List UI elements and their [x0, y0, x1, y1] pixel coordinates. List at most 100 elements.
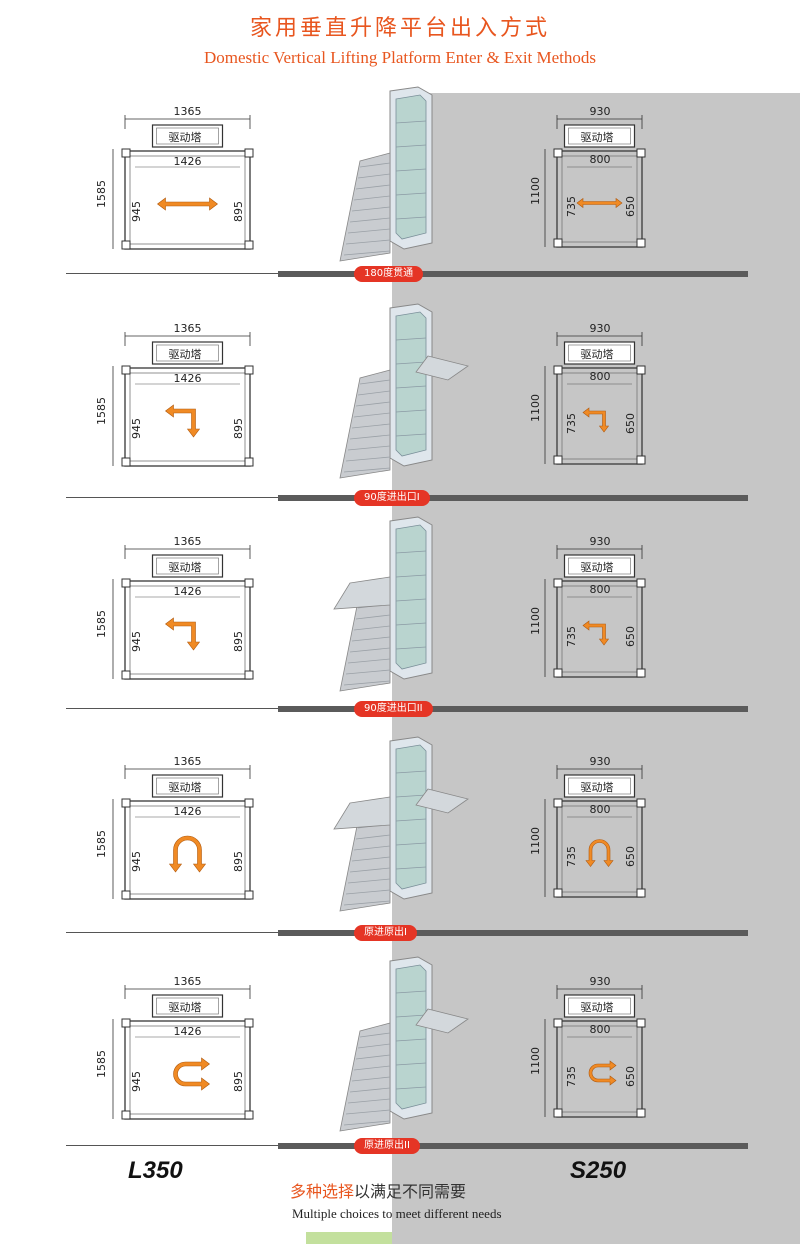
width-dimension-label: 1365: [173, 535, 202, 548]
divider-thin-line: [66, 1145, 278, 1146]
divider-thin-line: [66, 497, 278, 498]
side-dimension-label: 650: [624, 846, 637, 867]
corner-post: [244, 578, 254, 588]
plan-drawing: [112, 765, 254, 900]
corner-post: [121, 670, 131, 680]
direction-arrow-icon: [157, 197, 218, 211]
stair-step: [357, 173, 391, 179]
corner-post: [121, 1110, 131, 1120]
corner-post: [121, 457, 131, 467]
stair-step: [349, 434, 391, 440]
shaft-rail: [395, 120, 427, 124]
corner-post: [244, 148, 254, 158]
side-dimension-label: 735: [565, 626, 578, 647]
lift-3d-illustration: [333, 516, 433, 692]
slogan-rest: 以满足不同需要: [354, 1182, 467, 1201]
drive-tower-box: [151, 124, 224, 148]
corner-post: [244, 1110, 254, 1120]
stair-step: [345, 239, 391, 245]
corner-post: [636, 1018, 646, 1028]
corner-post: [636, 668, 646, 678]
side-dimension-label: 735: [565, 196, 578, 217]
inner-width-label: 800: [589, 803, 611, 816]
corner-post: [553, 1108, 563, 1118]
shaft-rail: [395, 216, 427, 220]
landing-platform: [415, 355, 469, 381]
lift-3d-illustration: [339, 303, 469, 479]
inner-width-label: 800: [589, 370, 611, 383]
corner-post: [636, 365, 646, 375]
width-dimension-label: 930: [589, 755, 611, 768]
lift-3d-illustration: [333, 736, 469, 912]
shaft-rail: [395, 144, 427, 148]
corner-post: [636, 1108, 646, 1118]
stair-step: [345, 889, 391, 895]
drive-tower-label: 驱动塔: [580, 348, 614, 361]
depth-dimension-label: 1585: [95, 830, 108, 858]
stair-step: [353, 625, 391, 631]
corner-post: [553, 578, 563, 588]
stair-step: [351, 1076, 391, 1082]
drive-tower-label: 驱动塔: [168, 1001, 202, 1014]
platform-outer-frame: [556, 150, 643, 248]
corner-post: [636, 798, 646, 808]
side-dimension-label: 945: [130, 1071, 143, 1092]
plan-drawing: [544, 115, 646, 248]
corner-post: [121, 1018, 131, 1028]
width-dimension-label: 1365: [173, 755, 202, 768]
inner-width-label: 1426: [173, 1025, 202, 1038]
landing-platform: [333, 796, 391, 830]
corner-post: [636, 455, 646, 465]
divider-thick-line: [278, 495, 748, 501]
platform-outer-frame: [556, 800, 643, 898]
stair-step: [343, 1120, 391, 1126]
shaft-rail: [395, 574, 427, 578]
drive-tower-inner: [156, 557, 219, 575]
depth-dimension-label: 1585: [95, 1050, 108, 1078]
divider-thin-line: [66, 932, 278, 933]
stair-step: [343, 467, 391, 473]
plan-drawing: [544, 545, 646, 678]
platform-inner-frame: [129, 1025, 246, 1115]
corner-post: [244, 798, 254, 808]
shaft-rail: [395, 409, 427, 413]
stair-step: [359, 162, 391, 168]
drive-tower-inner: [568, 997, 631, 1015]
divider-thick-line: [278, 706, 748, 712]
stair-step: [359, 379, 391, 385]
glass-panel: [395, 311, 427, 457]
platform-outer-frame: [124, 150, 251, 250]
depth-dimension-label: 1100: [529, 1047, 542, 1075]
platform-inner-frame: [129, 585, 246, 675]
shaft-rail: [395, 385, 427, 389]
direction-arrow-icon: [173, 1057, 210, 1091]
side-dimension-label: 650: [624, 626, 637, 647]
stair-step: [345, 1109, 391, 1115]
section-divider: 180度贯通: [66, 266, 748, 282]
stair-step: [347, 878, 391, 884]
depth-dimension-label: 1585: [95, 610, 108, 638]
side-dimension-label: 945: [130, 201, 143, 222]
corner-post: [553, 455, 563, 465]
drive-tower-inner: [156, 997, 219, 1015]
width-dimension-label: 930: [589, 535, 611, 548]
inner-width-label: 1426: [173, 805, 202, 818]
stair-step: [349, 867, 391, 873]
shaft-rail: [395, 990, 427, 994]
drive-tower-inner: [156, 127, 219, 145]
corner-post: [553, 238, 563, 248]
side-dimension-label: 945: [130, 418, 143, 439]
shaft-rail: [395, 770, 427, 774]
corner-post: [121, 578, 131, 588]
corner-post: [636, 888, 646, 898]
drive-tower-label: 驱动塔: [168, 131, 202, 144]
corner-post: [244, 670, 254, 680]
drive-tower-inner: [156, 344, 219, 362]
plan-drawing: [544, 985, 646, 1118]
